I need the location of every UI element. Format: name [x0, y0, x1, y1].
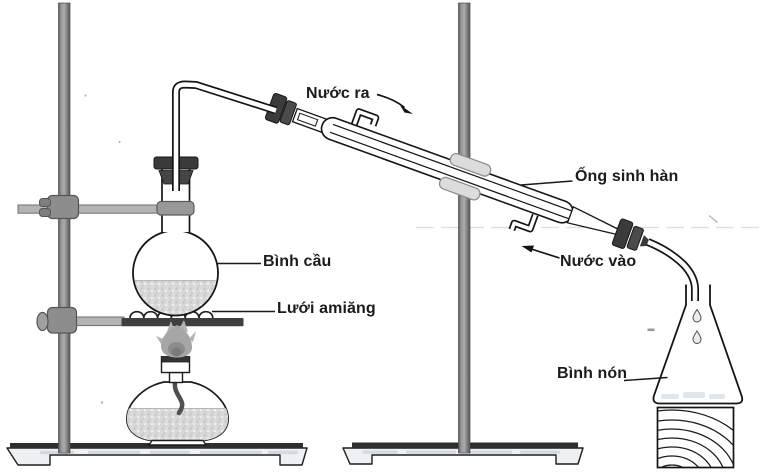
thumbscrew: [36, 311, 49, 332]
scan-smudge: [362, 450, 560, 454]
clamp-jaw: [156, 200, 195, 216]
leader-lines: [212, 180, 668, 382]
wire-gauze: [129, 310, 214, 319]
scan-smudge: [40, 450, 298, 455]
scan-smudge: [661, 392, 725, 399]
arrow-water-in: [521, 245, 560, 259]
scan-artifact-line: [84, 94, 762, 404]
wood-grain: [658, 409, 733, 467]
label-conical-flask: Bình nón: [557, 365, 628, 382]
burner-wick: [172, 376, 185, 416]
clamp-upper: [17, 194, 161, 220]
droplets: [692, 308, 702, 344]
left-stand-base: [6, 443, 308, 466]
label-condenser: Ống sinh hàn: [575, 168, 679, 185]
retort-stand-left-rod: [58, 2, 71, 454]
clamp-lower: [36, 306, 244, 334]
label-water-out: Nước ra: [306, 85, 370, 102]
condenser-cone-tip: [566, 205, 621, 236]
flask-liquid: [134, 280, 217, 315]
retort-stand-middle-rod: [458, 2, 471, 454]
label-round-bottom-flask: Bình cầu: [263, 253, 332, 270]
delivery-tube-lower: [646, 238, 699, 301]
arrow-water-out: [376, 93, 413, 114]
burner-foot: [147, 439, 208, 446]
delivery-tube-tip: [296, 112, 319, 127]
delivery-tube-upper: [172, 80, 278, 191]
alcohol-burner: [126, 320, 229, 446]
erlenmeyer-flask: [652, 284, 744, 405]
flame: [156, 320, 196, 358]
water-out-hook: [350, 108, 380, 127]
leader-condenser: [520, 180, 573, 186]
leader-conical-flask: [623, 376, 668, 382]
condenser-clamp-sleeves: [438, 152, 492, 201]
water-in-hook: [508, 213, 539, 233]
wooden-block: [656, 406, 735, 469]
gauze-support-bar: [121, 318, 244, 327]
label-water-in: Nước vào: [560, 253, 637, 270]
label-asbestos-gauze: Lưới amiăng: [277, 300, 376, 317]
burner-neck: [168, 371, 184, 384]
condenser-jacket: [320, 116, 574, 224]
liebig-condenser: [264, 92, 656, 251]
